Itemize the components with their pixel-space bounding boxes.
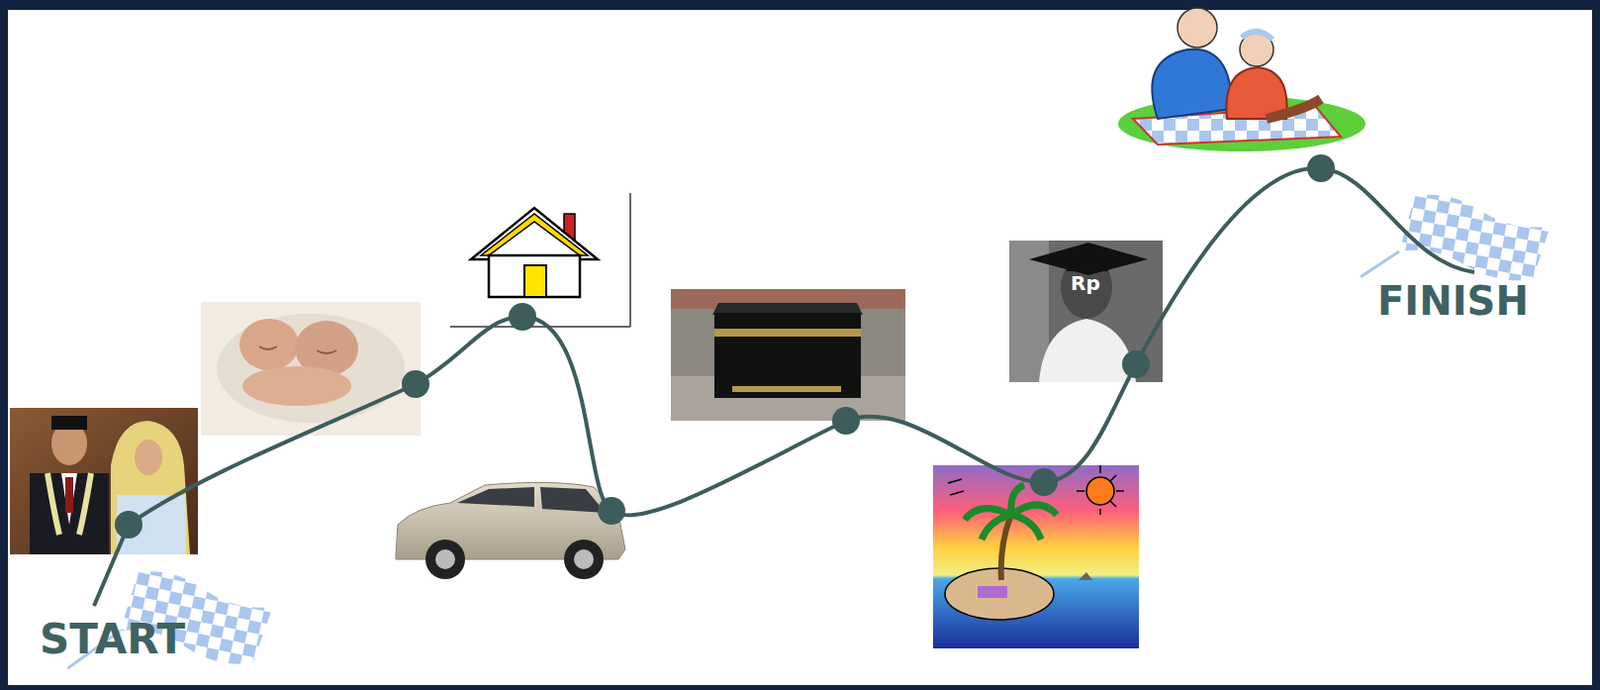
house-icon: [450, 192, 631, 327]
car-photo: [395, 481, 626, 579]
life-path-curve: [94, 168, 1475, 606]
finish-label: FINISH: [1377, 281, 1529, 321]
currency-label: Rp: [1070, 273, 1101, 293]
milestone-dots: [114, 154, 1335, 539]
wedding-photo: [9, 407, 198, 555]
white-panel: [7, 9, 1593, 685]
babies-photo: [200, 301, 421, 436]
kaaba-photo: [670, 288, 906, 421]
island-picture: [933, 465, 1139, 649]
graduate-photo: [1009, 240, 1163, 382]
elderly-couple-picnic: [1118, 7, 1366, 152]
start-label: START: [39, 618, 186, 660]
